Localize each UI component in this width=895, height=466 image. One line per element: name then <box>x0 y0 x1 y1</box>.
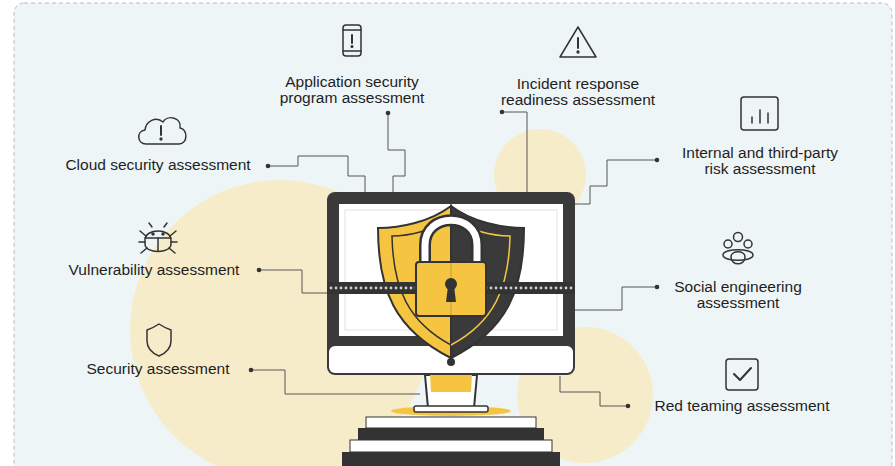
backdrop-circles <box>130 129 653 466</box>
warning-icon <box>560 27 596 57</box>
cloud-icon <box>139 118 186 144</box>
assessment-label: Social engineering assessment <box>663 279 813 311</box>
assessment-label: Security assessment <box>68 361 248 377</box>
chart-icon <box>741 97 778 130</box>
assessment-label: Vulnerability assessment <box>54 262 254 278</box>
leader-lines <box>253 112 655 406</box>
assessment-label: Internal and third-party risk assessment <box>675 145 845 177</box>
icons <box>139 25 778 390</box>
leader-dots <box>249 110 660 409</box>
assessment-label: Application security program assessment <box>265 74 440 106</box>
assessment-label: Cloud security assessment <box>51 157 266 173</box>
checkbox-icon <box>726 359 758 390</box>
people-icon <box>723 233 753 264</box>
monitor-stand <box>342 375 560 466</box>
phone-icon <box>343 25 361 56</box>
shield-icon <box>147 324 171 356</box>
assessment-label: Red teaming assessment <box>635 398 850 414</box>
assessment-label: Incident response readiness assessment <box>491 76 666 108</box>
bug-icon <box>139 223 177 253</box>
padlock <box>416 220 486 316</box>
monitor <box>327 192 575 375</box>
